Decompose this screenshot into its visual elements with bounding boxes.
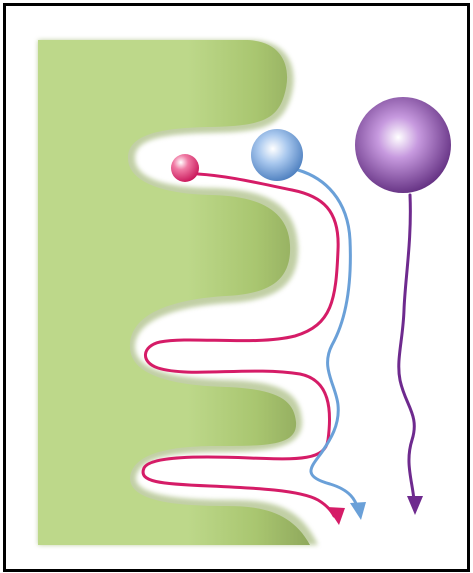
medium-particle [251, 129, 303, 181]
medium-particle-path [298, 170, 366, 520]
small-path-arrowhead [327, 507, 345, 525]
large-particle-path [399, 195, 423, 515]
large-path-arrowhead [407, 496, 423, 515]
porous-surface [38, 40, 318, 545]
small-particle [171, 154, 199, 182]
medium-path-arrowhead [350, 502, 366, 520]
large-particle [355, 97, 451, 193]
